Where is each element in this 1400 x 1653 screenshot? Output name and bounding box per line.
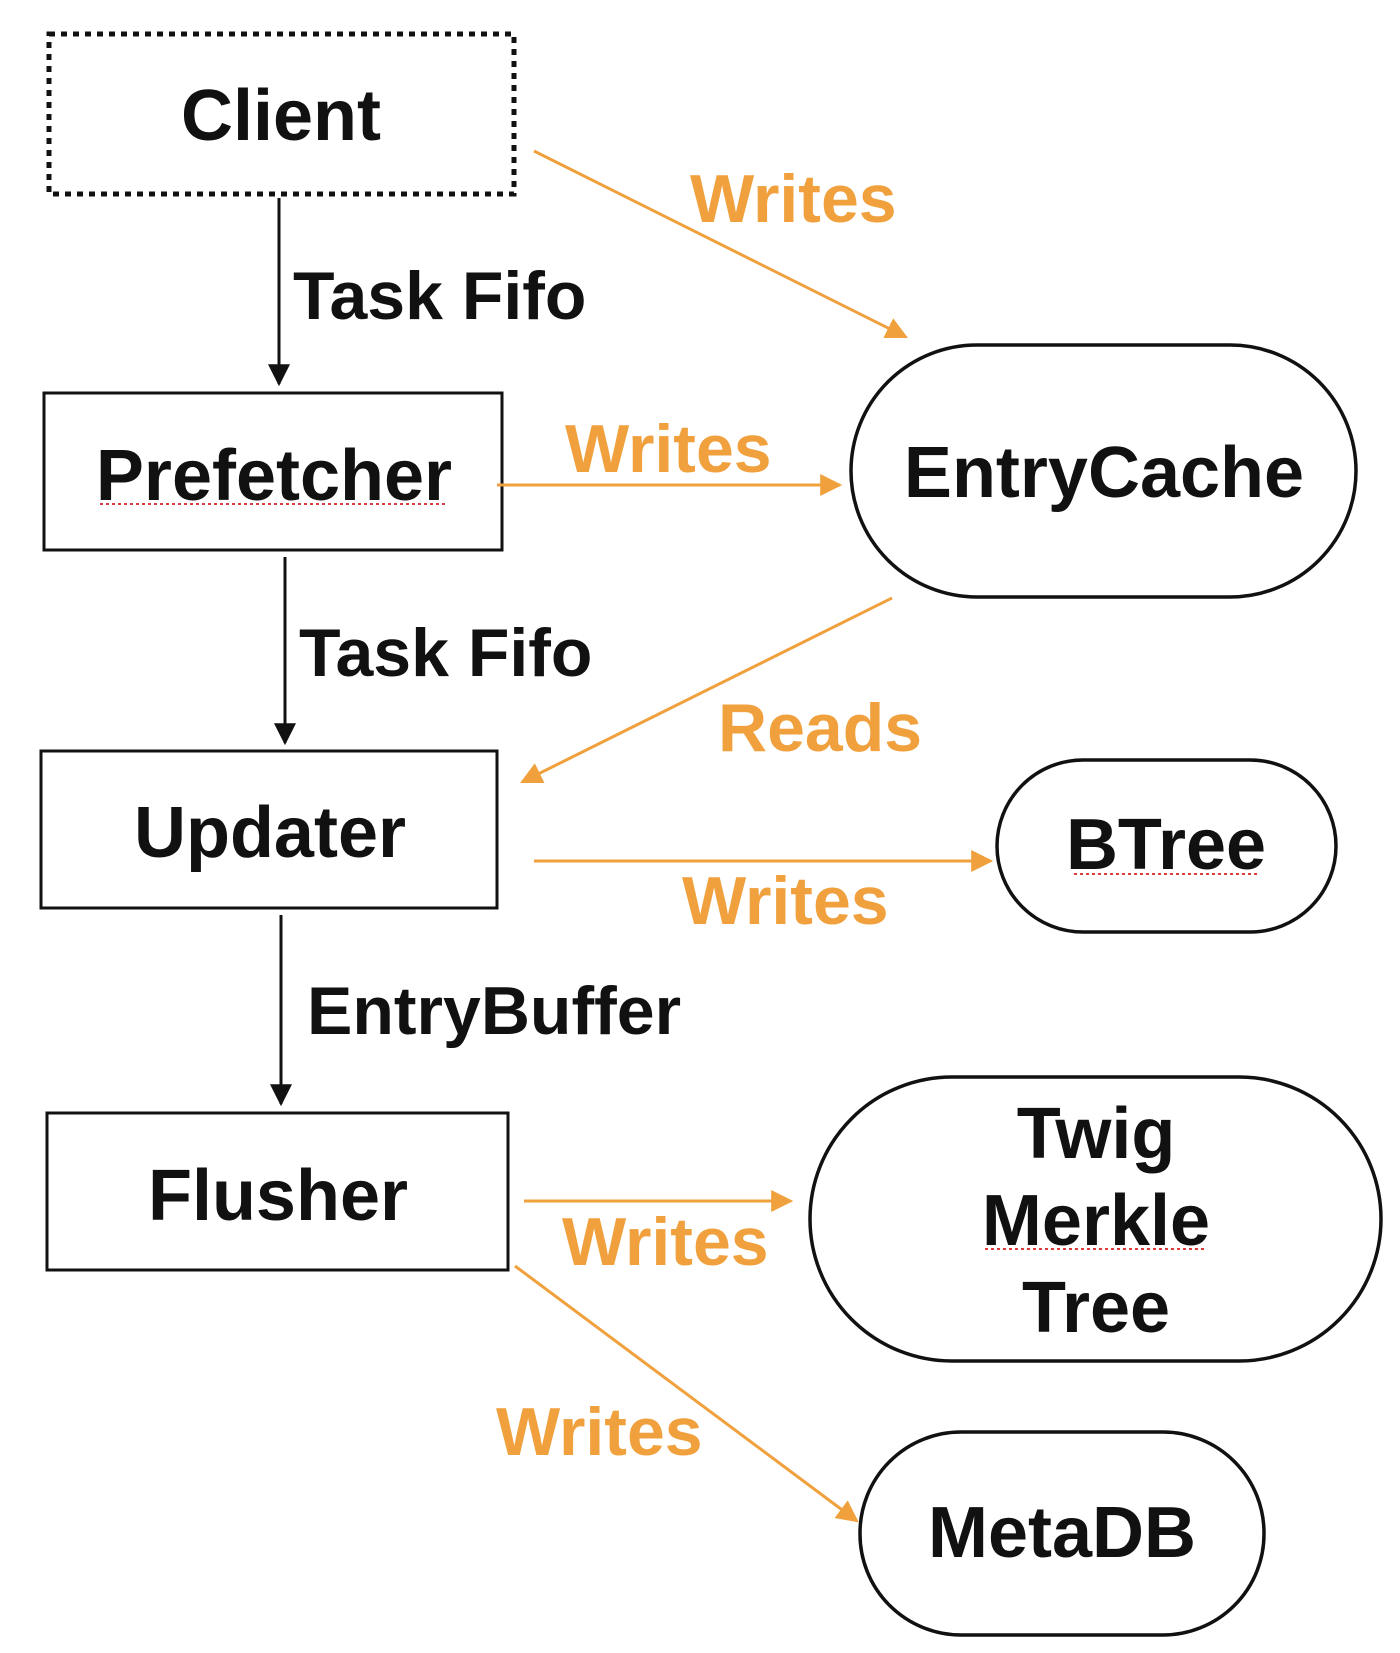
metadb-node: MetaDB xyxy=(858,1430,1266,1637)
flusher-box xyxy=(45,1111,510,1272)
edge-flusher-to-twig: Writes xyxy=(524,1190,794,1280)
edge-prefetcher-to-entry-cache: Writes xyxy=(497,411,843,496)
prefetcher-box xyxy=(42,391,504,552)
edge-prefetcher-to-updater: Task Fifo xyxy=(274,557,592,746)
metadb-label: MetaDB xyxy=(928,1493,1196,1573)
task-fifo-label-1: Task Fifo xyxy=(293,258,586,334)
writes-label-flusher-metadb: Writes xyxy=(496,1394,703,1470)
client-box xyxy=(46,31,517,197)
updater-label: Updater xyxy=(134,793,406,873)
writes-label-updater: Writes xyxy=(682,863,889,939)
edge-flusher-to-metadb: Writes xyxy=(496,1264,859,1523)
task-fifo-label-2: Task Fifo xyxy=(299,615,592,691)
writes-label-client: Writes xyxy=(690,161,897,237)
btree-node: BTree xyxy=(995,758,1338,934)
twig-label-line-2: Merkle xyxy=(982,1181,1210,1261)
updater-node: Updater xyxy=(39,749,499,910)
entry-buffer-label: EntryBuffer xyxy=(307,973,681,1049)
edge-updater-to-flusher: EntryBuffer xyxy=(270,915,681,1107)
btree-label: BTree xyxy=(1066,805,1266,885)
updater-box xyxy=(39,749,499,910)
arrow-client-to-entry-cache xyxy=(533,149,908,339)
flusher-node: Flusher xyxy=(45,1111,510,1272)
arrow-entry-cache-to-updater xyxy=(520,596,893,784)
client-label: Client xyxy=(181,76,381,156)
twig-label-line-3: Tree xyxy=(1022,1268,1170,1348)
entry-cache-label: EntryCache xyxy=(904,433,1304,513)
twig-merkle-tree-node: Twig Merkle Tree xyxy=(808,1075,1383,1363)
metadb-pill xyxy=(858,1430,1266,1637)
twig-label-line-1: Twig xyxy=(1017,1094,1176,1174)
twig-merkle-tree-pill xyxy=(808,1075,1383,1363)
edge-updater-to-btree: Writes xyxy=(534,850,994,939)
writes-label-flusher-twig: Writes xyxy=(562,1204,769,1280)
reads-label: Reads xyxy=(718,690,922,766)
edge-entry-cache-to-updater: Reads xyxy=(520,596,922,784)
prefetcher-node: Prefetcher xyxy=(42,391,504,552)
entry-cache-node: EntryCache xyxy=(849,343,1358,599)
btree-pill xyxy=(995,758,1338,934)
edge-client-to-prefetcher: Task Fifo xyxy=(268,198,586,387)
prefetcher-label: Prefetcher xyxy=(96,436,452,516)
writes-label-prefetcher: Writes xyxy=(565,411,772,487)
edge-client-to-entry-cache: Writes xyxy=(533,149,908,339)
arrow-flusher-to-metadb xyxy=(514,1264,859,1523)
client-node: Client xyxy=(46,31,517,197)
flusher-label: Flusher xyxy=(148,1156,408,1236)
entry-cache-pill xyxy=(849,343,1358,599)
